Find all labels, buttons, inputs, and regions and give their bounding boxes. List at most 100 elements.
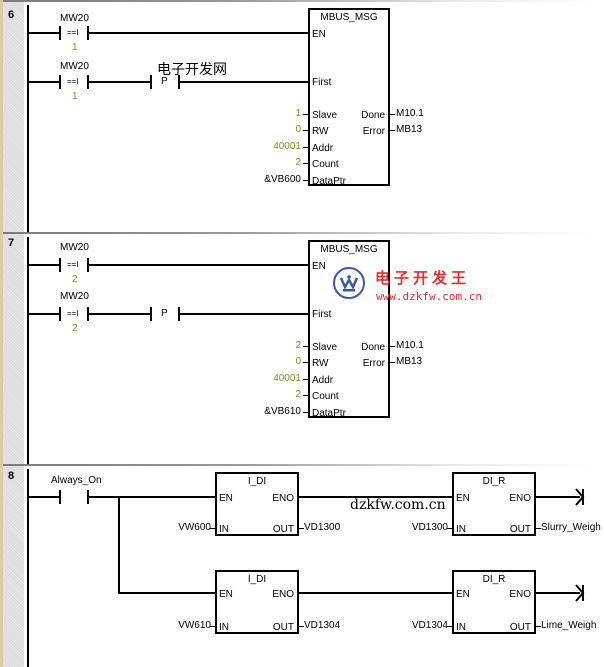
- pin-in: IN: [456, 622, 466, 633]
- watermark-brand: 电子开发王: [375, 269, 471, 287]
- pin-error: Error: [362, 358, 385, 369]
- compare-operator: ==I: [67, 28, 79, 37]
- network-gutter: [0, 0, 24, 667]
- wire: [180, 313, 310, 315]
- pin-count: Count: [312, 159, 339, 170]
- contact-operand: MW20: [60, 61, 89, 72]
- network-number: 8: [8, 470, 15, 482]
- i-di-block[interactable]: I_DI EN ENO IN OUT: [215, 570, 299, 634]
- watermark-brand-url: www.dzkfw.com.cn: [376, 290, 482, 303]
- block-title: I_DI: [247, 476, 267, 487]
- done-value: M10.1: [396, 108, 424, 119]
- addr-value: 40001: [273, 141, 301, 152]
- compare-value: 1: [72, 42, 78, 53]
- watermark-url: dzkfw.com.cn: [350, 497, 446, 513]
- pin-en: EN: [456, 589, 470, 600]
- wire: [29, 81, 59, 83]
- wire: [29, 313, 59, 315]
- block-title: I_DI: [247, 574, 267, 585]
- pin-out: OUT: [272, 622, 294, 633]
- dataptr-value: &VB600: [264, 174, 301, 185]
- wire: [118, 592, 216, 594]
- block-title: MBUS_MSG: [320, 244, 378, 255]
- pin-done: Done: [361, 110, 385, 121]
- network-7[interactable]: 7 MW20 ==I 2 MW20 ==I 2 P MBUS_MSG EN Fi…: [0, 232, 604, 464]
- wire: [29, 264, 59, 266]
- wire: [89, 496, 216, 498]
- network-number: 6: [8, 9, 15, 21]
- mbus-msg-block[interactable]: MBUS_MSG EN First Slave RW Addr Count Da…: [308, 240, 390, 419]
- power-rail: [27, 469, 29, 667]
- rung-end-icon: [575, 488, 585, 506]
- power-rail: [27, 5, 29, 232]
- out-value: Slurry_Weigh: [541, 522, 601, 533]
- pin-eno: ENO: [509, 589, 531, 600]
- network-6[interactable]: 6 MW20 ==I 1 MW20 ==I 1 P 电子开发网 MBUS_MSG…: [0, 0, 604, 232]
- pin-eno: ENO: [509, 493, 531, 504]
- pin-dataptr: DataPtr: [312, 408, 346, 419]
- network-separator: [3, 232, 603, 234]
- pin-first: First: [312, 309, 332, 320]
- pin-slave: Slave: [312, 342, 338, 353]
- contact-operand: Always_On: [51, 475, 102, 486]
- pin-out: OUT: [272, 524, 294, 535]
- compare-value: 1: [72, 91, 78, 102]
- rw-value: 0: [295, 356, 301, 367]
- wire: [536, 592, 580, 594]
- pin-in: IN: [219, 622, 229, 633]
- in-value: VW600: [178, 522, 211, 533]
- wire: [536, 496, 580, 498]
- pin-in: IN: [219, 524, 229, 535]
- edge-label: P: [161, 76, 168, 87]
- block-title: MBUS_MSG: [320, 12, 378, 23]
- error-value: MB13: [396, 356, 423, 367]
- out-value: VD1304: [304, 620, 341, 631]
- pin-rw: RW: [312, 358, 329, 369]
- pin-en: EN: [456, 493, 470, 504]
- network-separator: [3, 0, 603, 2]
- compare-operator: ==I: [67, 309, 79, 318]
- rung-end-icon: [575, 584, 585, 602]
- wire: [89, 32, 310, 34]
- di-r-block[interactable]: DI_R EN ENO IN OUT: [452, 472, 536, 536]
- count-value: 2: [295, 157, 301, 168]
- wire: [89, 81, 150, 83]
- error-value: MB13: [396, 124, 423, 135]
- slave-value: 1: [295, 108, 301, 119]
- count-value: 2: [295, 389, 301, 400]
- contact-operand: MW20: [60, 242, 89, 253]
- pin-count: Count: [312, 391, 339, 402]
- pin-dataptr: DataPtr: [312, 176, 346, 187]
- watermark-logo-icon: [333, 267, 365, 299]
- pin-en: EN: [312, 29, 326, 40]
- done-value: M10.1: [396, 340, 424, 351]
- in-value: VD1300: [411, 522, 448, 533]
- network-separator: [3, 464, 603, 466]
- compare-value: 2: [72, 323, 78, 334]
- pin-error: Error: [362, 126, 385, 137]
- network-8[interactable]: 8 Always_On I_DI EN ENO IN OUT VW600 VD1…: [0, 464, 604, 667]
- watermark-text: 电子开发网: [157, 62, 227, 78]
- di-r-block[interactable]: DI_R EN ENO IN OUT: [452, 570, 536, 634]
- pin-out: OUT: [509, 524, 531, 535]
- network-number: 7: [8, 237, 15, 249]
- pin-slave: Slave: [312, 110, 338, 121]
- edge-label: P: [161, 308, 168, 319]
- block-title: DI_R: [482, 476, 506, 487]
- pin-addr: Addr: [312, 143, 334, 154]
- pin-en: EN: [219, 493, 233, 504]
- wire: [299, 496, 453, 498]
- pin-out: OUT: [509, 622, 531, 633]
- compare-operator: ==I: [67, 77, 79, 86]
- compare-value: 2: [72, 274, 78, 285]
- contact-operand: MW20: [60, 291, 89, 302]
- pin-en: EN: [219, 589, 233, 600]
- contact-operand: MW20: [60, 13, 89, 24]
- mbus-msg-block[interactable]: MBUS_MSG EN First Slave RW Addr Count Da…: [308, 8, 390, 187]
- addr-value: 40001: [273, 373, 301, 384]
- i-di-block[interactable]: I_DI EN ENO IN OUT: [215, 472, 299, 536]
- dataptr-value: &VB610: [264, 406, 301, 417]
- wire: [29, 496, 59, 498]
- pin-en: EN: [312, 261, 326, 272]
- pin-first: First: [312, 77, 332, 88]
